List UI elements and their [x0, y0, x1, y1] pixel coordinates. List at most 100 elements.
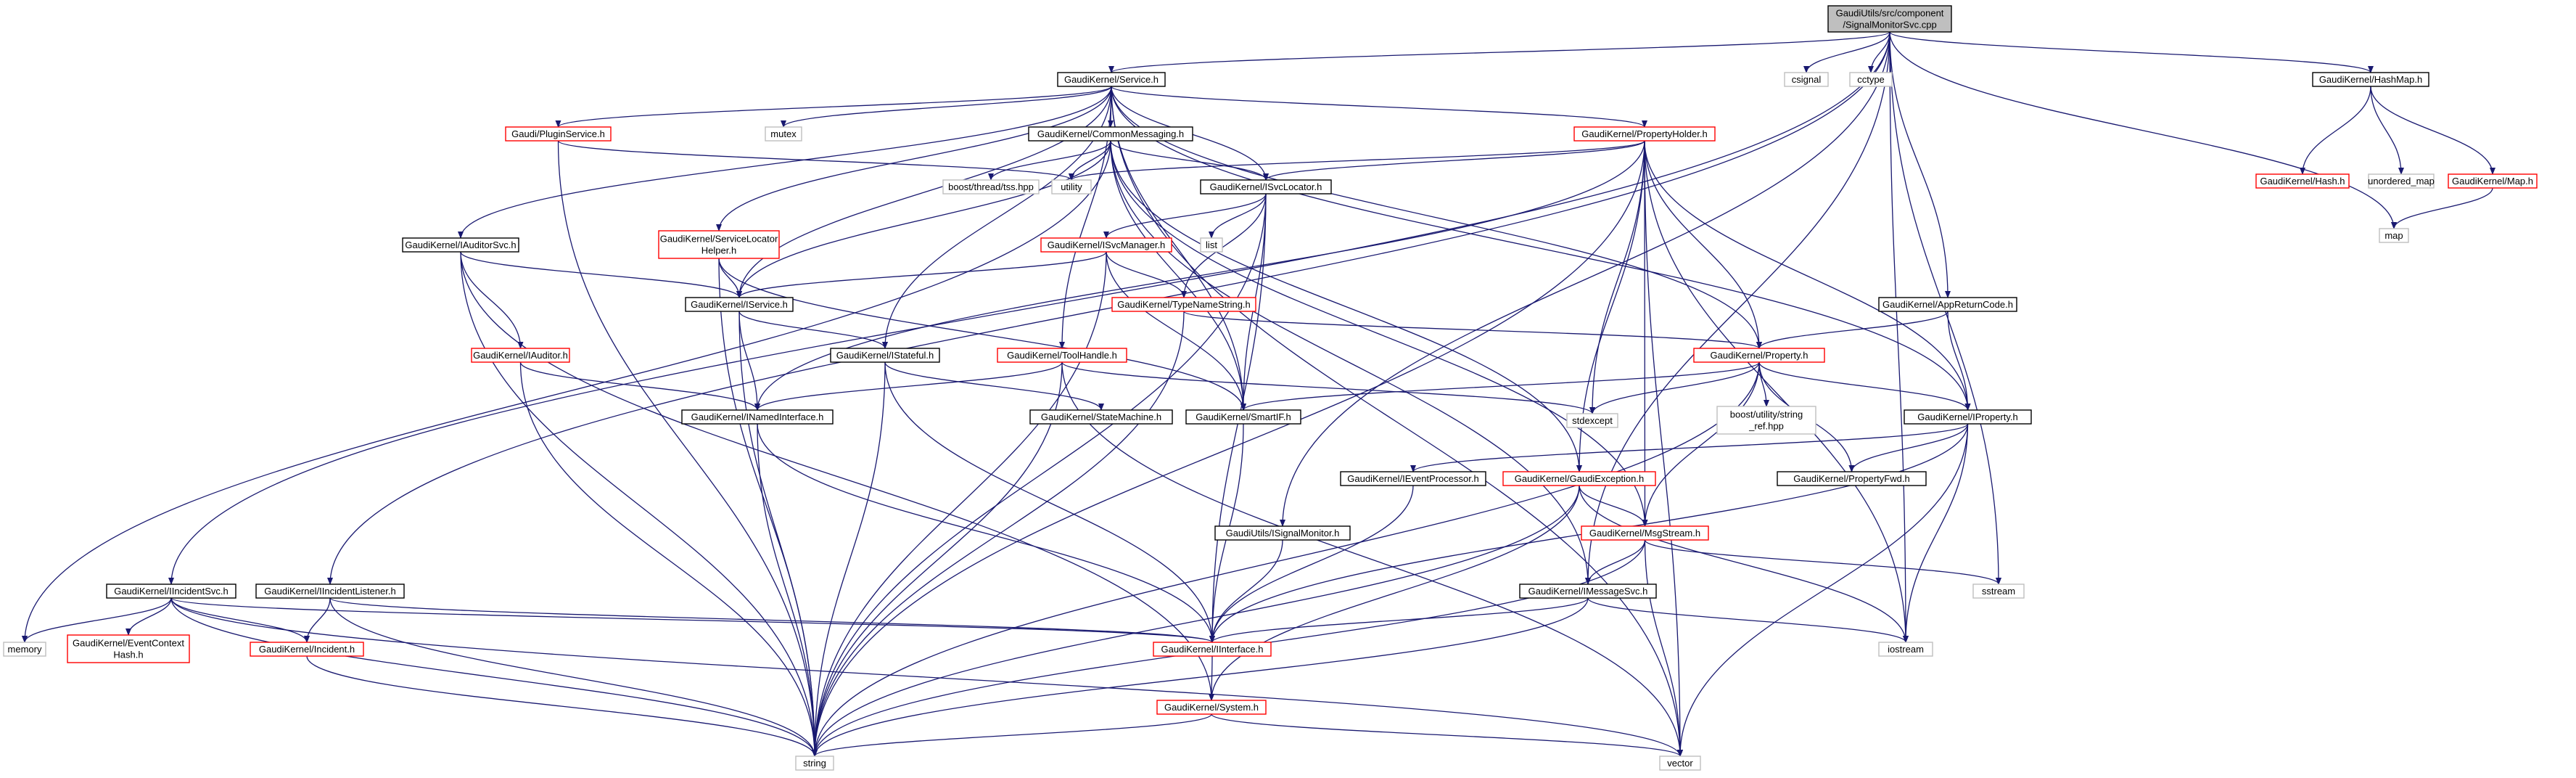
- node-property[interactable]: GaudiKernel/Property.h: [1693, 348, 1825, 363]
- node-stdexcept: stdexcept: [1566, 413, 1618, 428]
- node-mapH[interactable]: GaudiKernel/Map.h: [2448, 173, 2538, 189]
- edge-pluginservice-to-string: [557, 140, 818, 757]
- node-ieventprocessor[interactable]: GaudiKernel/IEventProcessor.h: [1340, 471, 1486, 486]
- node-box: [1659, 756, 1701, 771]
- node-box: [1200, 237, 1223, 253]
- node-map: map: [2379, 228, 2409, 243]
- node-box: [1214, 525, 1351, 541]
- node-label: csignal: [1792, 74, 1822, 85]
- node-box: [685, 297, 794, 312]
- node-iincident[interactable]: GaudiKernel/Incident.h: [250, 642, 364, 657]
- node-iauditor[interactable]: GaudiKernel/IAuditor.h: [471, 348, 570, 363]
- edge-appreturncode-to-iproperty: [1947, 311, 1971, 411]
- edge-ieventprocessor-to-iinterface: [1209, 485, 1414, 643]
- node-box: [1849, 72, 1893, 87]
- node-smartif[interactable]: GaudiKernel/SmartIF.h: [1185, 409, 1301, 425]
- node-iostream: iostream: [1878, 642, 1933, 657]
- node-label: iostream: [1888, 644, 1924, 655]
- edge-iincidentsvc-to-iinterface: [170, 597, 1215, 643]
- node-label: GaudiUtils/src/component: [1836, 8, 1944, 19]
- node-box: [765, 126, 802, 142]
- node-label: cctype: [1857, 74, 1885, 85]
- node-root[interactable]: GaudiUtils/src/component/SignalMonitorSv…: [1827, 5, 1952, 33]
- node-service[interactable]: GaudiKernel/Service.h: [1057, 72, 1166, 87]
- edge-isvcmanager-to-typenamestring: [1106, 251, 1187, 298]
- edge-commonmessaging-to-memory: [22, 140, 1111, 643]
- edge-iauditor-to-inamedinterface: [519, 361, 760, 411]
- edge-isvclocator-to-typenamestring: [1181, 193, 1267, 298]
- node-msgstream[interactable]: GaudiKernel/MsgStream.h: [1581, 525, 1709, 541]
- edge-msgstream-to-sstream: [1644, 539, 2001, 585]
- node-label: GaudiKernel/IAuditor.h: [473, 350, 568, 361]
- node-label: Hash.h: [113, 650, 143, 660]
- node-iinterface[interactable]: GaudiKernel/IInterface.h: [1153, 642, 1272, 657]
- node-label: GaudiKernel/ToolHandle.h: [1007, 350, 1117, 361]
- node-gaudiexception[interactable]: GaudiKernel/GaudiException.h: [1502, 471, 1656, 486]
- edge-property-to-string: [812, 361, 1760, 757]
- edge-hashmap-to-mapH: [2370, 86, 2495, 175]
- node-box: [2448, 173, 2538, 189]
- node-istateful[interactable]: GaudiKernel/IStateful.h: [830, 348, 940, 363]
- edge-mapH-to-map: [2391, 187, 2493, 229]
- edge-root-to-iostream: [1889, 31, 1909, 643]
- node-typenamestring[interactable]: GaudiKernel/TypeNameString.h: [1111, 297, 1256, 312]
- edge-typenamestring-to-string: [812, 311, 1185, 757]
- edge-hashmap-to-hash: [2300, 86, 2371, 175]
- node-commonmessaging[interactable]: GaudiKernel/CommonMessaging.h: [1028, 126, 1193, 142]
- edge-isvcmanager-to-string: [812, 251, 1107, 757]
- node-label: GaudiKernel/AppReturnCode.h: [1882, 299, 2013, 310]
- node-label: GaudiKernel/ServiceLocator: [660, 234, 778, 245]
- node-box: [1693, 348, 1825, 363]
- node-iincidentlistener[interactable]: GaudiKernel/IIncidentListener.h: [255, 584, 405, 599]
- node-inamedinterface[interactable]: GaudiKernel/INamedInterface.h: [681, 409, 834, 425]
- edge-isvclocator-to-string: [812, 193, 1267, 757]
- node-box: [1716, 406, 1816, 435]
- node-hash[interactable]: GaudiKernel/Hash.h: [2255, 173, 2350, 189]
- node-propertyfwd[interactable]: GaudiKernel/PropertyFwd.h: [1777, 471, 1927, 486]
- node-box: [1573, 126, 1716, 142]
- edge-commonmessaging-to-boostthread: [988, 140, 1111, 181]
- node-memory: memory: [3, 642, 46, 657]
- edge-propertyholder-to-utility: [1069, 140, 1645, 181]
- node-iservice[interactable]: GaudiKernel/IService.h: [685, 297, 794, 312]
- node-box: [67, 634, 190, 663]
- edge-imessagesvc-to-iostream: [1587, 597, 1909, 643]
- node-iproperty[interactable]: GaudiKernel/IProperty.h: [1904, 409, 2032, 425]
- edge-iincidentsvc-to-vector: [170, 597, 1683, 757]
- node-propertyholder[interactable]: GaudiKernel/PropertyHolder.h: [1573, 126, 1716, 142]
- node-label: GaudiKernel/HashMap.h: [2319, 74, 2422, 85]
- node-hashmap[interactable]: GaudiKernel/HashMap.h: [2312, 72, 2429, 87]
- node-box: [1111, 297, 1256, 312]
- node-isvcmanager[interactable]: GaudiKernel/ISvcManager.h: [1040, 237, 1172, 253]
- node-toolhandle[interactable]: GaudiKernel/ToolHandle.h: [997, 348, 1127, 363]
- node-label: GaudiKernel/ISvcLocator.h: [1210, 181, 1322, 192]
- edge-property-to-iproperty: [1758, 361, 1971, 411]
- node-pluginservice[interactable]: Gaudi/PluginService.h: [505, 126, 612, 142]
- node-appreturncode[interactable]: GaudiKernel/AppReturnCode.h: [1878, 297, 2017, 312]
- node-box: [1777, 471, 1927, 486]
- node-iauditorsvc[interactable]: GaudiKernel/IAuditorSvc.h: [402, 237, 519, 253]
- edge-iinterface-to-system: [1209, 655, 1215, 701]
- node-box: [1200, 179, 1332, 194]
- edge-propertyholder-to-inamedinterface: [754, 140, 1645, 411]
- node-statemachine[interactable]: GaudiKernel/StateMachine.h: [1029, 409, 1173, 425]
- edge-toolhandle-to-vector: [1061, 361, 1683, 757]
- node-label: GaudiKernel/IService.h: [691, 299, 788, 310]
- node-imessagesvc[interactable]: GaudiKernel/IMessageSvc.h: [1519, 584, 1657, 599]
- node-box: [1784, 72, 1829, 87]
- node-label: mutex: [770, 128, 797, 139]
- node-box: [2368, 173, 2435, 189]
- edge-iincidentlistener-to-string: [329, 597, 818, 757]
- node-system[interactable]: GaudiKernel/System.h: [1156, 700, 1267, 715]
- node-isignalmonitor[interactable]: GaudiUtils/ISignalMonitor.h: [1214, 525, 1351, 541]
- edge-root-to-isignalmonitor: [1280, 31, 1890, 527]
- edge-root-to-csignal: [1803, 31, 1890, 73]
- edge-property-to-smartif: [1240, 361, 1760, 411]
- edge-iincidentsvc-to-iincident: [170, 597, 310, 643]
- node-label: GaudiKernel/ISvcManager.h: [1048, 239, 1166, 250]
- node-iincidentsvc[interactable]: GaudiKernel/IIncidentSvc.h: [106, 584, 236, 599]
- node-isvclocator[interactable]: GaudiKernel/ISvcLocator.h: [1200, 179, 1332, 194]
